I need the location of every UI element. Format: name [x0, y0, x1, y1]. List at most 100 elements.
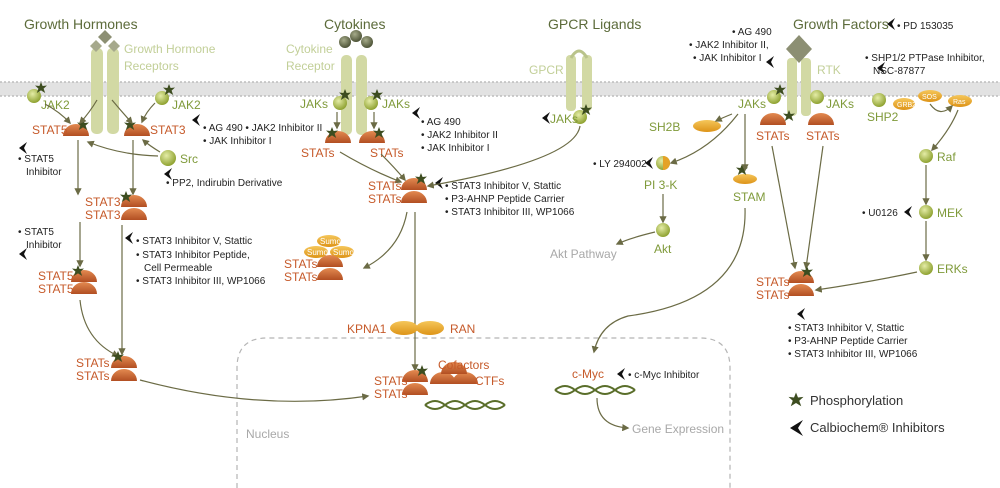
jaks-cyto-right-node: [364, 89, 383, 110]
inhibitor-cyto-jak2ii: • JAK2 Inhibitor II: [421, 130, 498, 141]
stats-right-dimer: [788, 266, 814, 296]
inhibitor-stat3-a1: • STAT3 Inhibitor V, Stattic: [136, 236, 252, 247]
inhibitor-gf-ag490: • AG 490: [732, 27, 772, 38]
stats-sumo-label-2: STATs: [284, 270, 318, 284]
gpcr-receptor: [566, 49, 592, 111]
sos-node: SOS: [918, 90, 942, 102]
phosphorylation-star-icon: [788, 392, 804, 407]
stats-mid-dimer: [401, 173, 427, 203]
inhibitor-gf-jaki: • JAK Inhibitor I: [693, 53, 762, 64]
shp2-label: SHP2: [867, 110, 899, 124]
sumo-label-2: Sumo: [307, 248, 328, 257]
sumo-label-3: Sumo: [333, 248, 354, 257]
jaks-gpcr-label: JAKs: [550, 112, 578, 126]
growth-hormones-title: Growth Hormones: [24, 16, 138, 32]
mek-node: [919, 205, 933, 219]
akt-node: [656, 223, 670, 237]
ran-label: RAN: [450, 322, 475, 336]
cofactors-label: Cofactors: [438, 358, 489, 372]
jaks-gf-label: JAKs: [738, 97, 766, 111]
jaks-cyto-left-node: [333, 89, 351, 110]
inhibitor-stat5-b-2: Inhibitor: [26, 240, 62, 251]
stat3-dimer: [120, 191, 147, 220]
src-node: [160, 150, 176, 166]
raf-node: [919, 149, 933, 163]
raf-label: Raf: [937, 150, 956, 164]
inhibitor-pp2: • PP2, Indirubin Derivative: [166, 178, 283, 189]
stats-mid-label-1: STATs: [368, 179, 402, 193]
inhibitor-mid-stat3-1: • STAT3 Inhibitor V, Stattic: [445, 181, 561, 192]
inhibitor-right-stat3-1: • STAT3 Inhibitor V, Stattic: [788, 323, 904, 334]
inhibitor-jak-i-gh: • JAK Inhibitor I: [203, 136, 272, 147]
cytokine-receptor-label: Cytokine: [286, 42, 333, 56]
stats-mid-label-2: STATs: [368, 192, 402, 206]
kpna1-ran-complex: [390, 321, 444, 335]
erks-label: ERKs: [937, 262, 968, 276]
jaks-gf-node: [767, 84, 786, 104]
gpcr-label: GPCR: [529, 63, 564, 77]
stat5-dimer: [71, 265, 97, 294]
inhibitor-u0126: • U0126: [862, 208, 898, 219]
jak2-left-node: [27, 82, 47, 103]
stats-right-label-2: STATs: [756, 288, 790, 302]
inhibitor-mid-stat3-2: • P3-AHNP Peptide Carrier: [445, 194, 565, 205]
nucleus-label: Nucleus: [246, 427, 289, 441]
src-label: Src: [180, 152, 198, 166]
stat3-dimer-label-1: STAT3: [85, 195, 121, 209]
jaks-gpcr-node: [573, 104, 592, 124]
dna-strand-nucleus: [424, 400, 506, 410]
stats-cyto-a-label: STATs: [301, 146, 335, 160]
inhibitor-cyto-ag490: • AG 490: [421, 117, 461, 128]
jaks-rtk-node: [810, 90, 824, 104]
stats-gf-node-1: [760, 110, 795, 125]
sh2b-node: [693, 120, 721, 132]
stat3-node: [124, 119, 150, 136]
pi3k-label: PI 3-K: [644, 178, 677, 192]
ras-node: Ras: [948, 95, 972, 107]
inhibitor-ag490-jak2ii: • AG 490 • JAK2 Inhibitor II: [203, 123, 322, 134]
sumo-group: Sumo Sumo Sumo: [304, 235, 354, 280]
jaks-cyto-right-label: JAKs: [382, 97, 410, 111]
inhibitor-cyto-jaki: • JAK Inhibitor I: [421, 143, 490, 154]
stats-left-low-dimer: [111, 351, 137, 381]
jaks-rtk-label: JAKs: [826, 97, 854, 111]
stats-gf-label-1: STATs: [756, 129, 790, 143]
growth-factors-title: Growth Factors: [793, 16, 889, 32]
sumo-label-1: Sumo: [320, 237, 341, 246]
stats-nucleus-label-2: STATs: [374, 387, 408, 401]
cytokine-ligand-2: [350, 30, 362, 42]
stam-node: [733, 164, 757, 184]
legend: Phosphorylation Calbiochem® Inhibitors: [788, 392, 945, 436]
rtk-receptor: [786, 35, 812, 116]
inhibitor-ly294002: • LY 294002: [593, 159, 647, 170]
inhibitor-stat3-a4: • STAT3 Inhibitor III, WP1066: [136, 276, 266, 287]
inhibitor-right-stat3-2: • P3-AHNP Peptide Carrier: [788, 336, 908, 347]
akt-pathway-label: Akt Pathway: [550, 247, 617, 261]
stats-left-low-label-2: STATs: [76, 369, 110, 383]
stats-gf-node-2: [808, 113, 834, 125]
stats-cyto-b-label: STATs: [370, 146, 404, 160]
gpcr-ligands-title: GPCR Ligands: [548, 16, 641, 32]
rtk-label: RTK: [817, 63, 841, 77]
legend-calbiochem-label: Calbiochem® Inhibitors: [810, 420, 945, 435]
inhibitor-stat3-a3: Cell Permeable: [144, 263, 213, 274]
akt-label: Akt: [654, 242, 672, 256]
inhibitor-shp2: NSC-87877: [873, 66, 926, 77]
inhibitor-stat5-a-2: Inhibitor: [26, 167, 62, 178]
shp2-node: [872, 93, 886, 107]
cytokine-ligand-1: [339, 36, 351, 48]
stats-sumo-label-1: STATs: [284, 257, 318, 271]
inhibitor-stat5-b: • STAT5: [18, 227, 54, 238]
stam-label: STAM: [733, 190, 765, 204]
sos-label: SOS: [922, 94, 937, 101]
kpna1-label: KPNA1: [347, 322, 387, 336]
inhibitor-shp1: • SHP1/2 PTPase Inhibitor,: [865, 53, 985, 64]
gene-expression-label: Gene Expression: [632, 422, 724, 436]
inhibitor-cmyc: • c-Myc Inhibitor: [628, 370, 700, 381]
cytokines-title: Cytokines: [324, 16, 385, 32]
inhibitor-pd153035: • PD 153035: [897, 21, 954, 32]
mek-label: MEK: [937, 206, 963, 220]
grb2-label: GRB2: [897, 102, 916, 109]
cell-membrane: [0, 81, 1000, 97]
growth-hormone-receptor: [90, 30, 120, 134]
